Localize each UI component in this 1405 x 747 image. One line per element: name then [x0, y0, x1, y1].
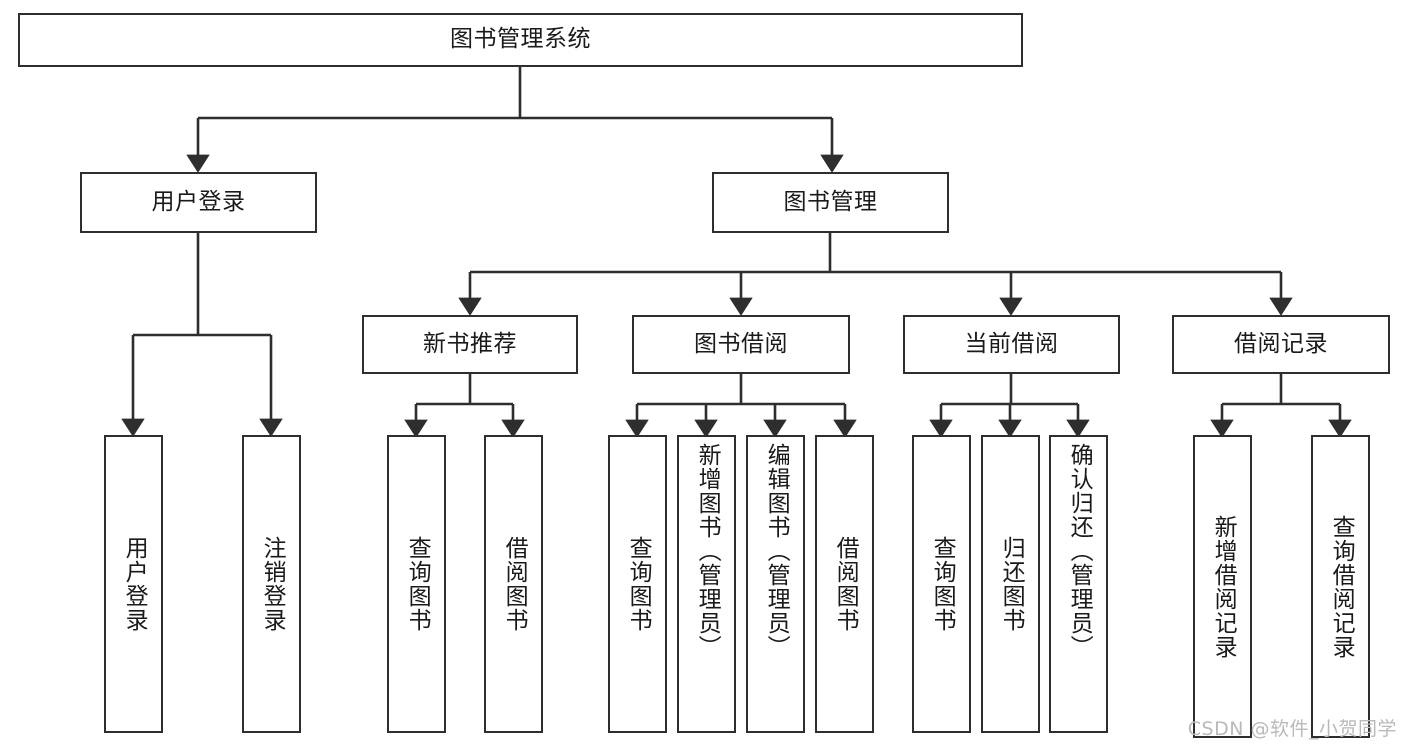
node-leaf-user-login[interactable]: 用户登录	[104, 435, 163, 733]
node-leaf-query-record-label: 查询借阅记录	[1328, 514, 1355, 659]
node-leaf-add-record-label: 新增借阅记录	[1210, 514, 1237, 659]
node-leaf-logout-login[interactable]: 注销登录	[242, 435, 301, 733]
node-leaf-logout-login-label: 注销登录	[259, 536, 286, 632]
watermark-text: CSDN @软件_小贺同学	[1187, 718, 1397, 740]
node-current-borrow-label: 当前借阅	[964, 330, 1059, 357]
node-leaf-borrow-book-2[interactable]: 借阅图书	[815, 435, 874, 733]
node-leaf-query-book-3[interactable]: 查询图书	[912, 435, 971, 733]
node-user-login[interactable]: 用户登录	[80, 172, 317, 233]
node-book-borrow[interactable]: 图书借阅	[632, 315, 850, 374]
node-borrow-record-label: 借阅记录	[1234, 330, 1328, 357]
node-leaf-borrow-book-1-label: 借阅图书	[501, 536, 528, 632]
node-leaf-return-book[interactable]: 归还图书	[981, 435, 1040, 733]
node-leaf-borrow-book-2-label: 借阅图书	[832, 536, 859, 632]
node-leaf-add-book-label: 新增图书（管理员）	[694, 443, 721, 659]
node-leaf-confirm-return-label: 确认归还（管理员）	[1066, 443, 1093, 659]
node-user-login-label: 用户登录	[151, 188, 246, 215]
node-leaf-query-book-1[interactable]: 查询图书	[387, 435, 446, 733]
node-new-book-recommend[interactable]: 新书推荐	[362, 315, 578, 374]
node-leaf-edit-book-label: 编辑图书（管理员）	[763, 443, 790, 659]
node-leaf-add-book[interactable]: 新增图书（管理员）	[677, 435, 736, 733]
node-leaf-query-book-1-label: 查询图书	[404, 536, 431, 632]
node-borrow-record[interactable]: 借阅记录	[1172, 315, 1390, 374]
node-new-book-recommend-label: 新书推荐	[423, 330, 517, 357]
node-root[interactable]: 图书管理系统	[18, 13, 1023, 67]
node-leaf-borrow-book-1[interactable]: 借阅图书	[484, 435, 543, 733]
node-book-management[interactable]: 图书管理	[712, 172, 949, 233]
node-leaf-confirm-return[interactable]: 确认归还（管理员）	[1049, 435, 1108, 733]
node-book-management-label: 图书管理	[783, 188, 878, 215]
node-leaf-query-book-2-label: 查询图书	[625, 536, 652, 632]
node-leaf-edit-book[interactable]: 编辑图书（管理员）	[746, 435, 805, 733]
node-root-label: 图书管理系统	[450, 26, 591, 53]
node-leaf-query-book-2[interactable]: 查询图书	[608, 435, 667, 733]
node-current-borrow[interactable]: 当前借阅	[903, 315, 1120, 374]
node-leaf-query-record[interactable]: 查询借阅记录	[1311, 435, 1370, 738]
node-leaf-query-book-3-label: 查询图书	[929, 536, 956, 632]
node-book-borrow-label: 图书借阅	[694, 330, 788, 357]
node-leaf-return-book-label: 归还图书	[998, 536, 1025, 632]
node-leaf-add-record[interactable]: 新增借阅记录	[1193, 435, 1252, 738]
node-leaf-user-login-label: 用户登录	[121, 536, 148, 632]
